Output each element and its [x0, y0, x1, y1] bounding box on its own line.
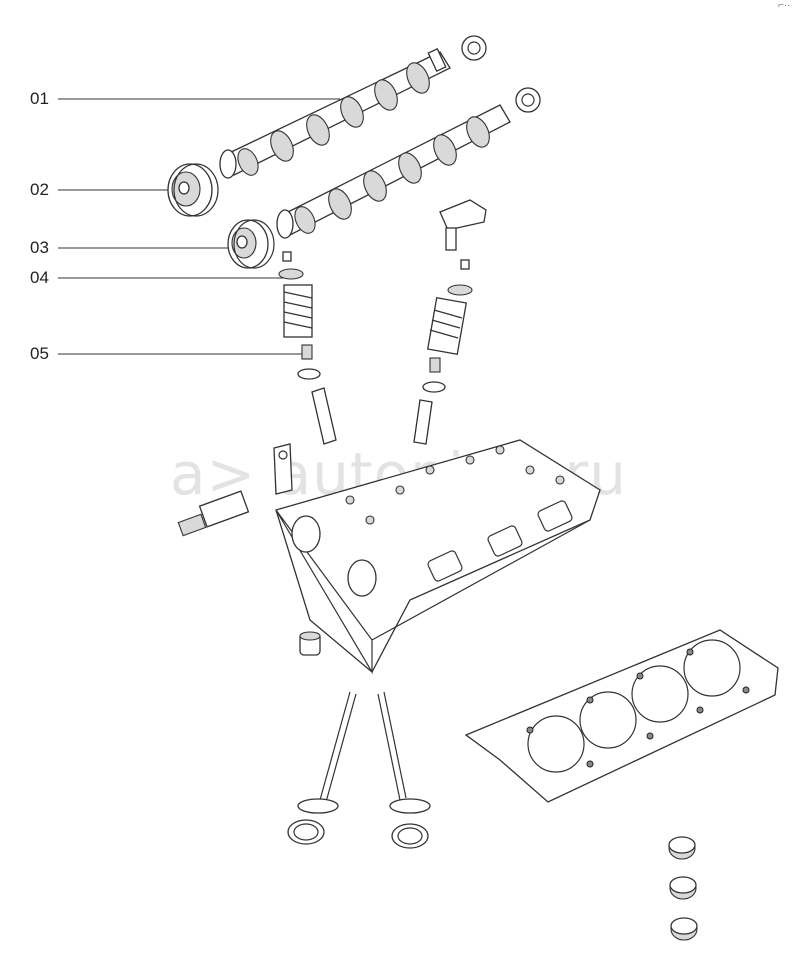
valve-seat-exhaust[interactable] — [391, 823, 429, 849]
lash-adjuster[interactable] — [445, 227, 457, 251]
spring-seat-left[interactable] — [297, 368, 321, 380]
lifting-bracket[interactable] — [273, 443, 293, 495]
cam-retainer-upper[interactable] — [461, 35, 487, 61]
callout-label-05[interactable]: 05 — [30, 344, 49, 363]
corner-mark: ⌐·· — [778, 0, 791, 11]
cam-retainer-lower[interactable] — [515, 87, 541, 113]
camshaft-exhaust[interactable] — [276, 104, 511, 239]
valve-spring-right[interactable] — [426, 297, 468, 355]
callout-label-04[interactable]: 04 — [30, 268, 49, 287]
core-plug-2[interactable] — [669, 876, 697, 900]
cam-phaser-sprocket-03[interactable] — [227, 219, 275, 269]
valve-stem-seal-right[interactable] — [429, 357, 441, 373]
valve-keeper-left[interactable] — [282, 251, 292, 262]
spring-seat-right[interactable] — [422, 381, 446, 393]
spring-retainer-04[interactable] — [278, 268, 304, 280]
rocker-arm[interactable] — [439, 199, 487, 231]
cam-phaser-sprocket-02[interactable] — [167, 163, 219, 217]
callout-label-02[interactable]: 02 — [30, 180, 49, 199]
core-plug-1[interactable] — [668, 836, 696, 860]
callout-label-01[interactable]: 01 — [30, 89, 49, 108]
camshaft-intake[interactable] — [219, 47, 451, 179]
valve-stem-seal-05[interactable] — [301, 344, 313, 360]
valve-seat-intake[interactable] — [287, 819, 325, 845]
head-gasket[interactable] — [464, 629, 779, 803]
valve-guide-left[interactable] — [311, 387, 337, 445]
valve-intake[interactable] — [297, 691, 357, 814]
core-plug-3[interactable] — [670, 917, 698, 941]
valve-spring-left[interactable] — [283, 284, 313, 338]
valve-guide-right[interactable] — [413, 399, 433, 445]
spring-retainer-right[interactable] — [447, 284, 473, 296]
valve-keeper-right[interactable] — [460, 259, 470, 270]
tappet[interactable] — [299, 631, 321, 656]
callout-label-03[interactable]: 03 — [30, 238, 49, 257]
valve-exhaust[interactable] — [377, 691, 431, 814]
cylinder-head[interactable] — [275, 439, 601, 675]
oil-control-valve[interactable] — [177, 490, 250, 537]
